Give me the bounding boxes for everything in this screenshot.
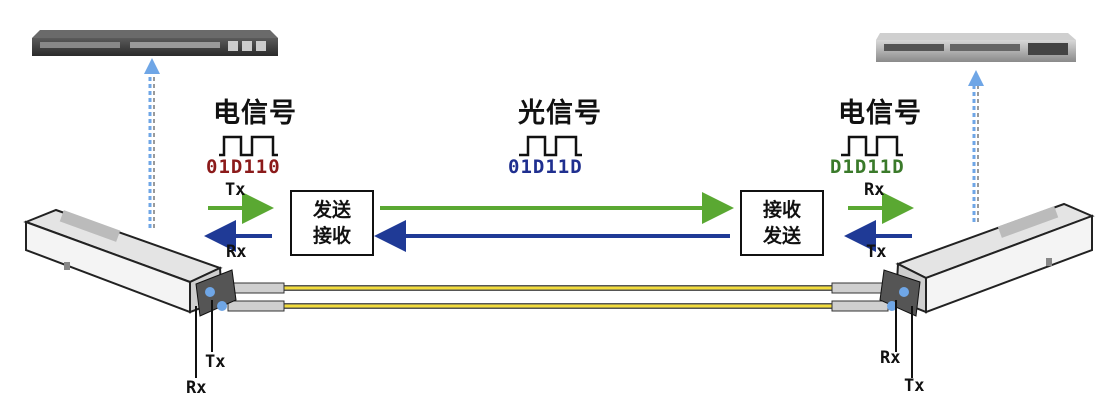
middle-bits: 01D11D xyxy=(508,156,583,178)
left-tx-label: Tx xyxy=(225,180,246,200)
left-vertical-link xyxy=(144,58,160,228)
left-title: 电信号 xyxy=(213,98,297,129)
middle-title: 光信号 xyxy=(518,98,602,129)
right-bits: D1D11D xyxy=(830,156,905,178)
right-transceiver-box: 接收 发送 xyxy=(740,190,824,256)
left-bits: 01D110 xyxy=(206,156,281,178)
fiber-cable xyxy=(227,282,889,312)
left-switch-image xyxy=(32,30,278,56)
right-port-tx-label: Tx xyxy=(904,376,925,396)
right-vertical-link xyxy=(968,70,984,222)
left-box-line1: 发送 xyxy=(312,199,351,221)
left-sfp-module xyxy=(23,208,237,317)
right-port-rx-label: Rx xyxy=(880,348,901,368)
right-box-line1: 接收 xyxy=(762,199,801,221)
right-switch-image xyxy=(876,33,1076,62)
left-rx-label: Rx xyxy=(226,242,247,262)
left-waveform xyxy=(219,135,278,157)
left-port-tx-label: Tx xyxy=(205,352,226,372)
right-sfp-module xyxy=(879,202,1095,317)
right-tx-label: Tx xyxy=(866,242,887,262)
right-box-line2: 发送 xyxy=(762,225,801,247)
left-box-line2: 接收 xyxy=(312,225,351,247)
middle-waveform xyxy=(519,135,582,157)
left-port-rx-label: Rx xyxy=(186,378,207,398)
left-transceiver-box: 发送 接收 xyxy=(290,190,374,256)
right-waveform xyxy=(841,135,903,157)
right-rx-label: Rx xyxy=(864,180,885,200)
right-title: 电信号 xyxy=(838,98,922,129)
